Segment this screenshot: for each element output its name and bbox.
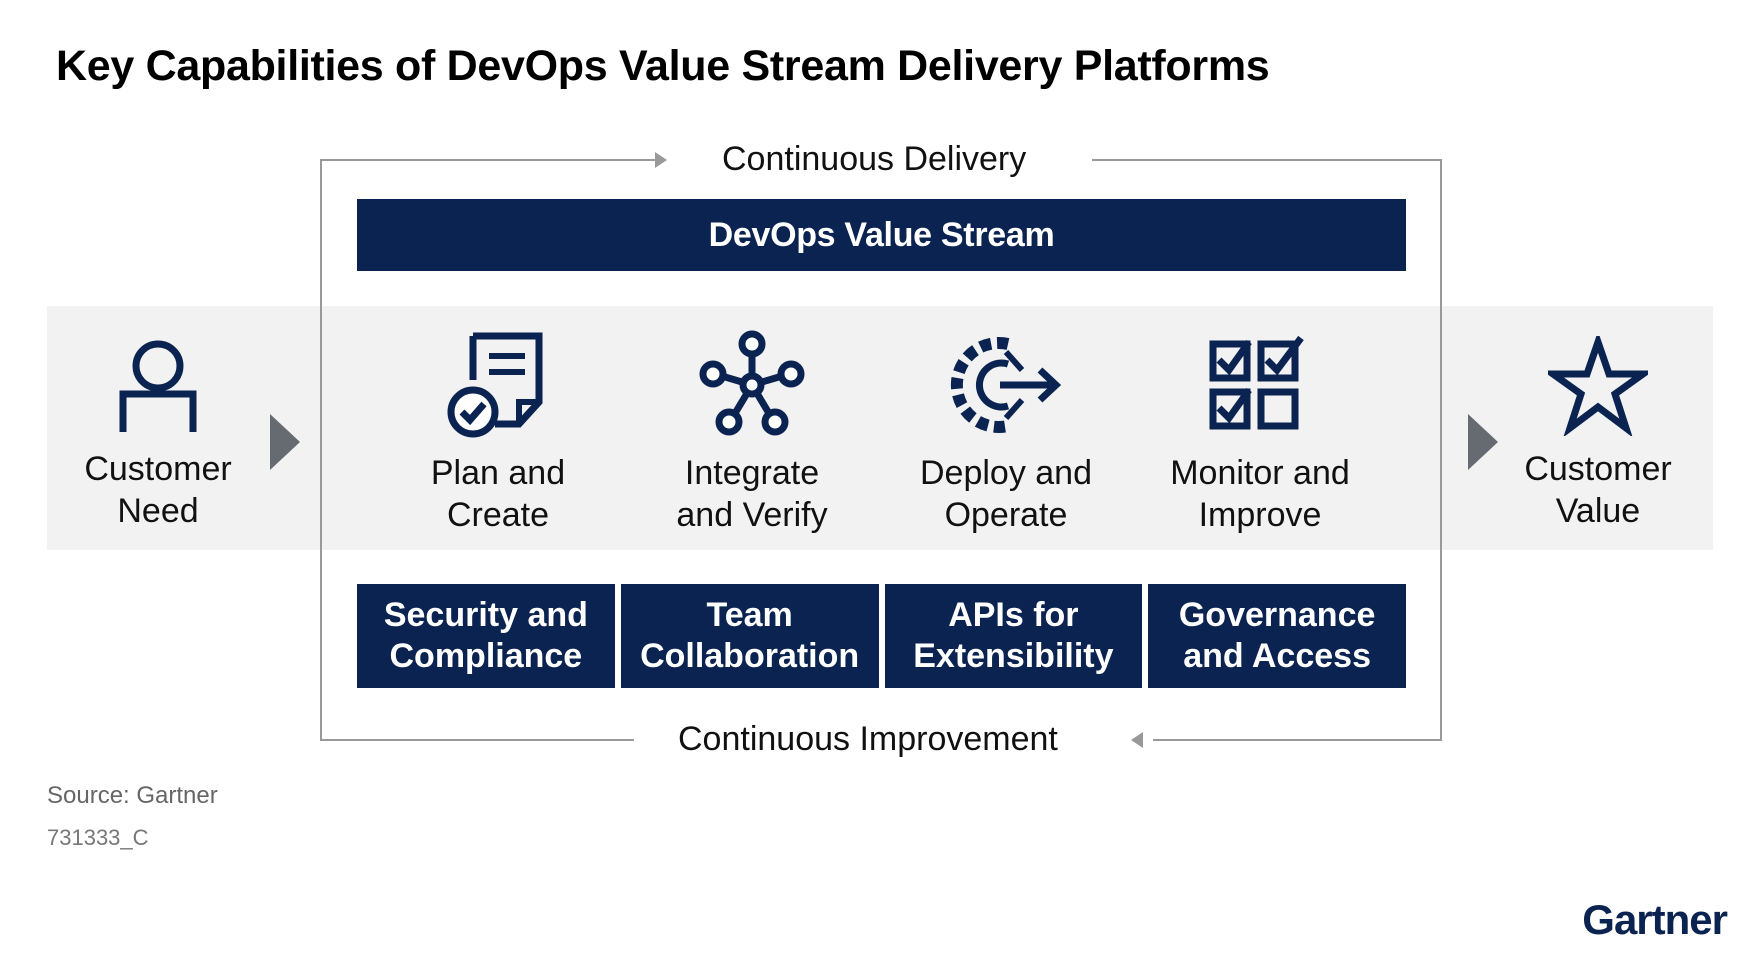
delivery-arrowhead-icon	[655, 152, 667, 168]
document-check-icon	[447, 332, 543, 438]
gear-arrow-icon	[950, 337, 1062, 433]
capability-governance-access: Governance and Access	[1148, 584, 1406, 688]
capability-apis-extensibility: APIs for Extensibility	[884, 584, 1143, 688]
customer-value-label: Customer Value	[1524, 450, 1672, 530]
flow-arrow-right-icon	[1468, 414, 1498, 470]
value-stream-band	[47, 306, 1713, 550]
step-label: Deploy and Operate	[919, 454, 1092, 534]
star-icon	[1548, 336, 1648, 436]
source-note: Source: Gartner	[47, 782, 218, 809]
improvement-arrowhead-icon	[1131, 732, 1143, 748]
step-plan-create: Plan and Create	[378, 330, 618, 536]
step-deploy-operate: Deploy and Operate	[886, 330, 1126, 536]
flow-arrow-right-icon	[270, 414, 300, 470]
checklist-grid-icon	[1209, 335, 1304, 430]
step-integrate-verify: Integrate and Verify	[632, 330, 872, 536]
step-label: Monitor and Improve	[1170, 454, 1350, 534]
network-nodes-icon	[699, 330, 805, 436]
capability-security-compliance: Security and Compliance	[357, 584, 615, 688]
capability-team-collaboration: Team Collaboration	[620, 584, 879, 688]
customer-value: Customer Value	[1478, 336, 1718, 532]
figure-code: 731333_C	[47, 825, 149, 850]
step-label: Plan and Create	[430, 454, 566, 534]
continuous-delivery-label: Continuous Delivery	[700, 140, 1049, 179]
step-label: Integrate and Verify	[676, 454, 828, 534]
diagram-title: Key Capabilities of DevOps Value Stream …	[56, 42, 1270, 90]
customer-need-label: Customer Need	[84, 450, 232, 530]
capabilities-row: Security and Compliance Team Collaborati…	[357, 584, 1406, 688]
gartner-logo: Gartner	[1582, 896, 1728, 943]
continuous-improvement-label: Continuous Improvement	[656, 720, 1080, 759]
devops-value-stream-bar: DevOps Value Stream	[357, 199, 1406, 271]
customer-need: Customer Need	[38, 336, 278, 532]
person-icon	[119, 340, 197, 432]
step-monitor-improve: Monitor and Improve	[1140, 330, 1380, 536]
